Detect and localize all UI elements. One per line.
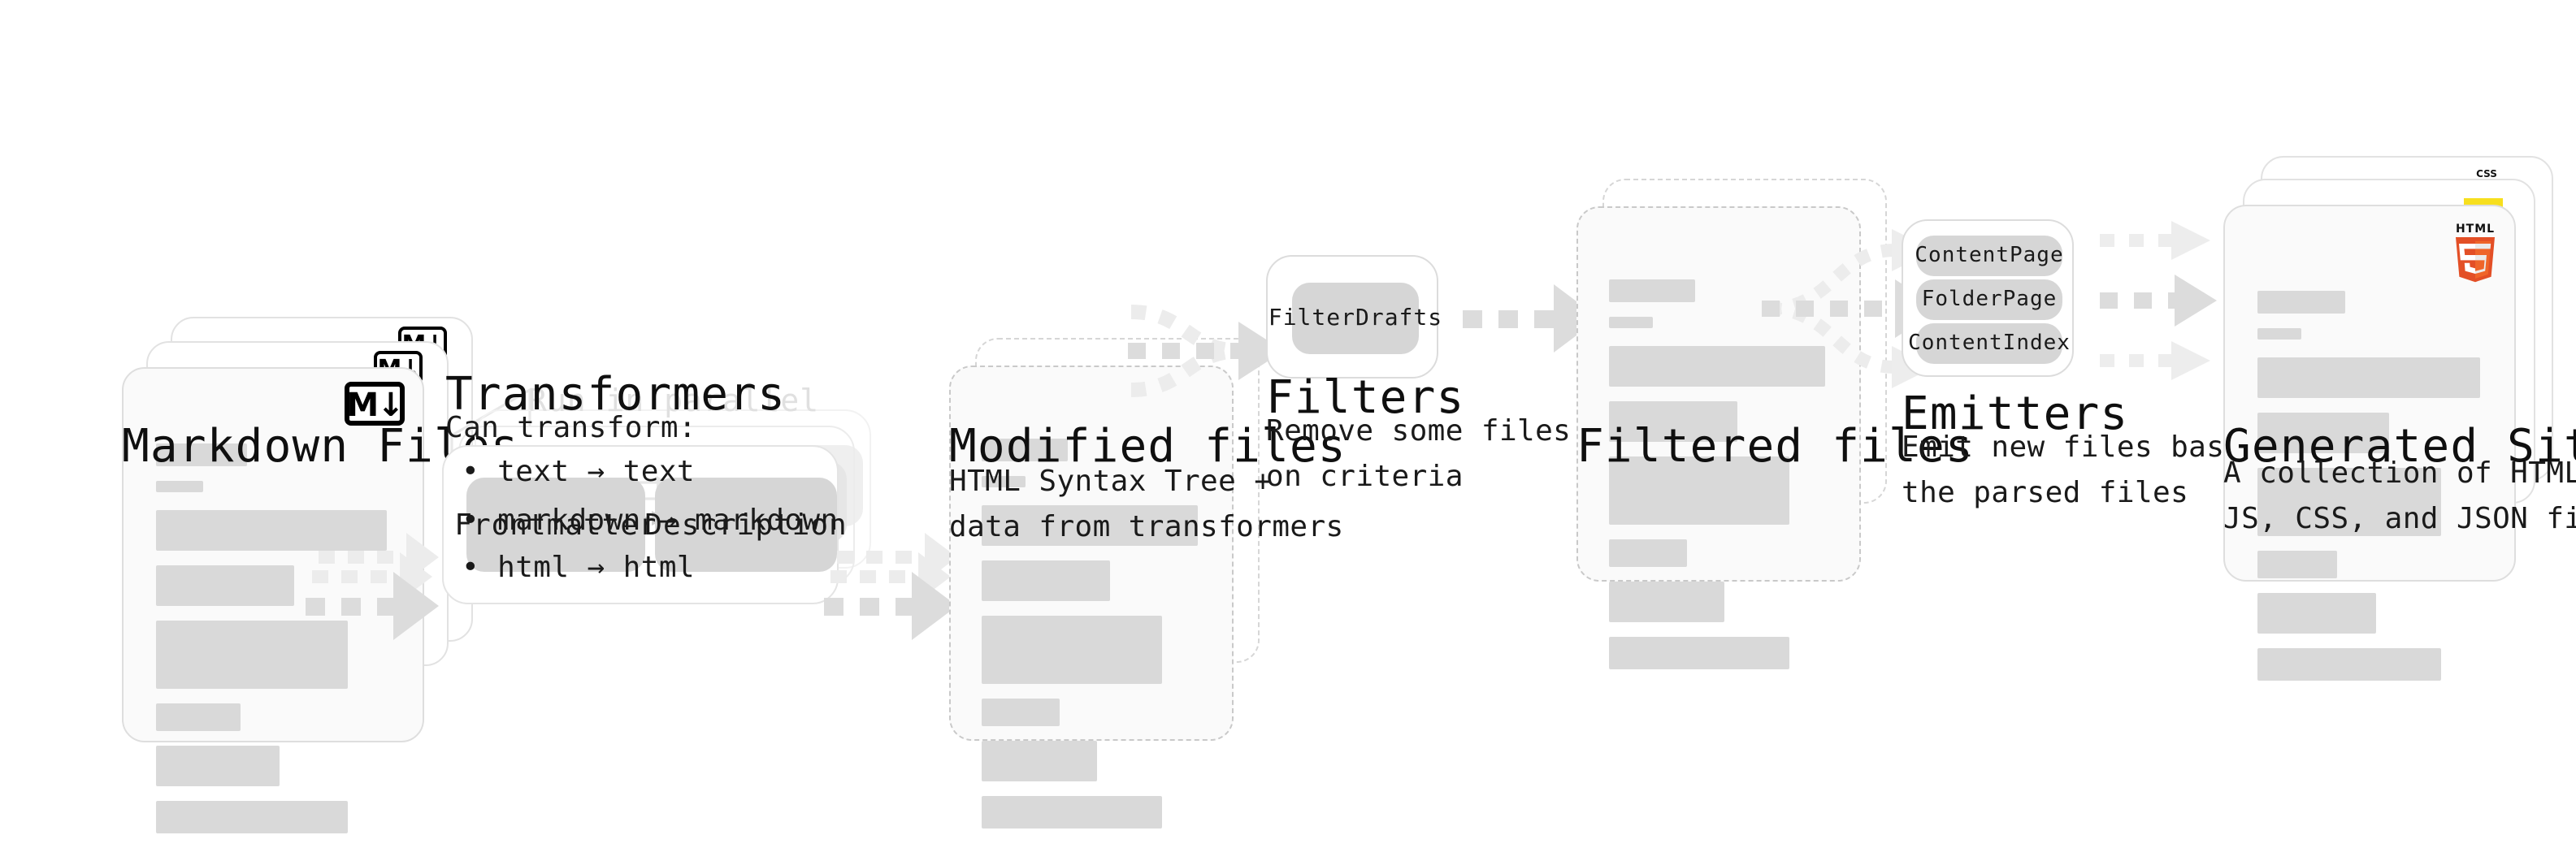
emitters-subtitle: Emit new files based on the parsed files: [1902, 430, 2314, 510]
modified-files-title: Modified files: [949, 419, 1347, 473]
transformer-chip-frontmatter[interactable]: Frontmatter: [454, 478, 657, 572]
filtered-files-title: Filtered files: [1576, 419, 1974, 473]
markdown-file-lines: [156, 443, 401, 848]
transformers-group: Frontmatter Description: [442, 383, 881, 692]
emitter-chip-contentindex[interactable]: ContentIndex: [1908, 323, 2070, 364]
emitters-title: Emitters: [1902, 387, 2129, 440]
filters-title: Filters: [1266, 370, 1465, 424]
generated-site-title: Generated Site: [2223, 419, 2576, 473]
emitter-chip-contentpage[interactable]: ContentPage: [1915, 236, 2063, 276]
modified-files-subtitle: HTML Syntax Tree + data from transformer…: [949, 465, 1344, 544]
connector-emitters-to-site: [2097, 221, 2243, 380]
emitters-panel: ContentPage FolderPage ContentIndex: [1902, 219, 2074, 377]
site-file-lines: [2257, 291, 2494, 695]
generated-site-stack: CSS HTML: [2223, 156, 2576, 681]
transformer-chip-description[interactable]: Description: [644, 478, 847, 572]
transformers-bullet-1: text → text: [497, 455, 695, 489]
run-in-parallel-label: Run in parallel: [528, 383, 820, 419]
emitter-chip-folderpage[interactable]: FolderPage: [1916, 279, 2062, 320]
filtered-file-lines: [1609, 279, 1840, 684]
transformers-bullet-2: markdown → markdown: [497, 503, 839, 538]
markdown-icon: M↓: [345, 382, 405, 426]
filters-panel: FilterDrafts: [1266, 255, 1442, 379]
markdown-files-stack: M↓ M↓ M↓: [122, 317, 496, 833]
transformers-bullets: • text → text • markdown → markdown • ht…: [462, 455, 839, 586]
connector-modified-to-filters: [1121, 302, 1284, 400]
transformers-bullet-3: html → html: [497, 551, 695, 586]
filtered-file-card-front: [1576, 206, 1861, 669]
transformers-title: Transformers: [445, 367, 786, 421]
html5-icon: HTML: [2451, 223, 2500, 284]
filter-chip-filterdrafts[interactable]: FilterDrafts: [1268, 283, 1442, 354]
pipeline-diagram: M↓ M↓ M↓ Markdown Files: [122, 156, 2576, 833]
transformers-subtitle: Can transform:: [445, 411, 697, 445]
generated-site-subtitle: A collection of HTML, JS, CSS, and JSON …: [2223, 456, 2576, 536]
